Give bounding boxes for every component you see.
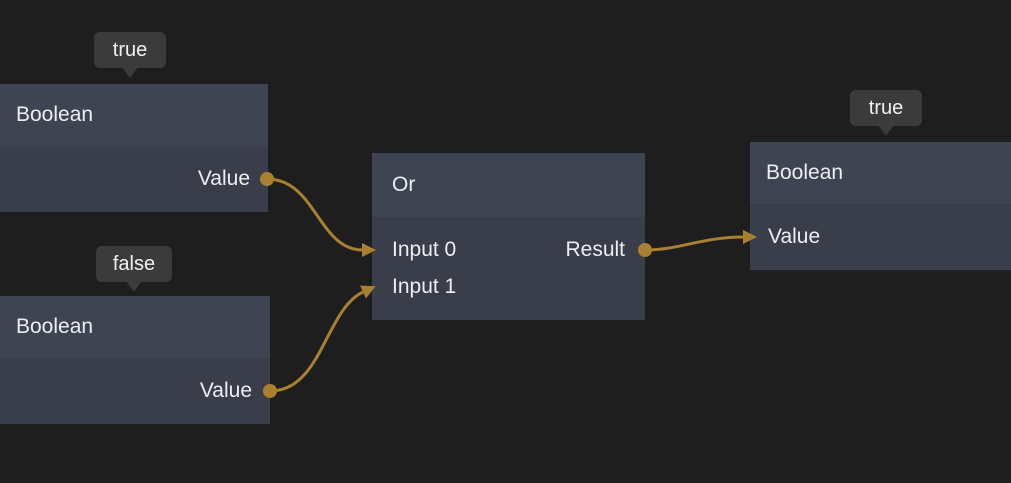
- node-boolean-2-header[interactable]: Boolean: [0, 296, 270, 358]
- node-boolean-3-header[interactable]: Boolean: [750, 142, 1011, 204]
- tooltip-text: false: [112, 252, 156, 275]
- port-value-input[interactable]: Value: [768, 219, 820, 256]
- port-value-output[interactable]: Value: [200, 373, 252, 410]
- node-boolean-3-body: Value: [750, 204, 1011, 270]
- wire-boolean1-to-or-input0[interactable]: [266, 177, 364, 252]
- port-value-output[interactable]: Value: [198, 161, 250, 198]
- node-or[interactable]: Or Input 0 Result Input 1: [372, 153, 645, 320]
- node-boolean-1-body: Value: [0, 146, 268, 212]
- tooltip-boolean-1-value: true: [94, 32, 166, 68]
- node-boolean-1[interactable]: Boolean Value: [0, 84, 268, 212]
- node-title: Boolean: [16, 103, 94, 126]
- port-label: Value: [768, 225, 821, 248]
- node-boolean-3[interactable]: Boolean Value: [750, 142, 1011, 270]
- tooltip-boolean-2-value: false: [96, 246, 172, 282]
- tooltip-text: true: [112, 38, 148, 61]
- node-boolean-2-body: Value: [0, 358, 270, 424]
- port-input-1[interactable]: Input 1: [392, 274, 457, 298]
- node-boolean-1-header[interactable]: Boolean: [0, 84, 268, 146]
- port-input-0[interactable]: Input 0: [392, 237, 457, 261]
- node-boolean-2[interactable]: Boolean Value: [0, 296, 270, 424]
- node-title: Boolean: [16, 315, 94, 338]
- node-or-body: Input 0 Result Input 1: [372, 217, 645, 320]
- node-title: Boolean: [766, 161, 844, 184]
- node-or-header[interactable]: Or: [372, 153, 645, 217]
- port-label: Value: [199, 379, 252, 402]
- tooltip-text: true: [868, 96, 904, 119]
- node-title: Or: [392, 173, 416, 196]
- wire-boolean2-to-or-input1[interactable]: [269, 290, 364, 393]
- wire-or-result-to-boolean3[interactable]: [644, 235, 745, 252]
- tooltip-boolean-3-value: true: [850, 90, 922, 126]
- port-result-output[interactable]: Result: [565, 237, 625, 261]
- port-label: Value: [197, 167, 250, 190]
